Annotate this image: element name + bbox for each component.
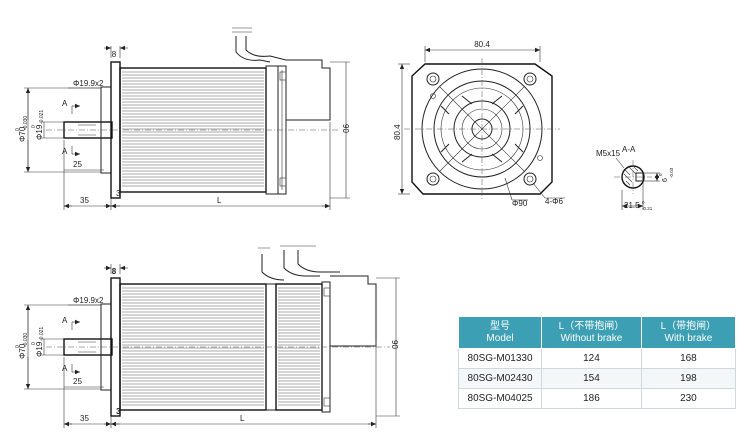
power-cable [235, 36, 271, 63]
dim-shaft-diameter: Φ19 [35, 124, 44, 140]
bolt-hole [426, 172, 440, 186]
top-side-view: 8 Φ19.9x2 Φ70 0 -0.030 Φ19 0 -0.021 A A … [15, 27, 350, 210]
encoder-cable [245, 36, 287, 61]
table-row: 80SG-M04025 186 230 [457, 388, 737, 409]
connector-box [286, 59, 331, 121]
front-view: 80.4 80.4 Φ90 4-Φ6 [393, 40, 565, 208]
encoder-cable [297, 250, 340, 273]
bolt-hole [523, 172, 537, 186]
dim-height: 90 [390, 340, 399, 349]
dim-shaft-length: 35 [80, 196, 89, 205]
section-marker-a-bottom: A [62, 147, 68, 156]
dim-step-diameter: Φ19.9x2 [73, 79, 104, 88]
bolt-hole [523, 72, 537, 86]
dim-length: L [217, 196, 222, 205]
dim-key-width: 6 [662, 178, 669, 182]
cooling-fins [122, 287, 264, 406]
svg-text:0: 0 [15, 128, 21, 131]
svg-text:-0.03: -0.03 [669, 167, 674, 178]
spec-table: 型号 Model L（不带抱闸） Without brake L（带抱闸） Wi… [457, 316, 737, 409]
header-with-brake: L（带抱闸） With brake [640, 316, 737, 349]
dim-key-length: 25 [73, 377, 82, 386]
svg-text:0: 0 [31, 125, 37, 128]
dim-length: L [240, 414, 245, 423]
bottom-side-view: 8 Φ19.9x2 Φ70 0 -0.030 Φ19 0 -0.021 A A … [15, 245, 400, 428]
header-without-brake: L（不带抱闸） Without brake [541, 316, 642, 349]
svg-text:-0.030: -0.030 [23, 116, 29, 130]
dim-height: 90 [341, 124, 350, 133]
dim-rim: 3 [116, 407, 121, 416]
cell-with-brake: 198 [640, 368, 737, 389]
svg-text:0: 0 [642, 200, 645, 205]
flange-outline [411, 63, 553, 195]
dim-flange: 8 [112, 267, 117, 276]
dim-shaft-length: 35 [80, 414, 89, 423]
dim-step-diameter: Φ19.9x2 [73, 296, 104, 305]
table-row: 80SG-M02430 154 198 [457, 368, 737, 389]
cell-model: 80SG-M04025 [457, 388, 543, 409]
dim-rim: 3 [116, 189, 121, 198]
dim-holes: 4-Φ6 [545, 197, 563, 206]
bolt-hole [426, 72, 440, 86]
cell-without-brake: 186 [541, 388, 642, 409]
dim-front-height: 80.4 [393, 124, 402, 140]
section-marker-a-top: A [62, 316, 68, 325]
cooling-fins [122, 71, 264, 187]
dim-pilot-diameter: Φ70 [18, 343, 27, 359]
section-marker-a-top: A [62, 99, 68, 108]
section-view: A-A M5x15 6 0 -0.03 21.5 0 -0.21 [596, 145, 674, 211]
section-marker-a-bottom: A [62, 364, 68, 373]
cell-without-brake: 124 [541, 348, 642, 369]
table-row: 80SG-M01330 124 168 [457, 348, 737, 369]
cell-model: 80SG-M02430 [457, 368, 543, 389]
svg-text:-0.030: -0.030 [23, 333, 29, 347]
dim-thread: M5x15 [596, 149, 621, 158]
svg-text:0: 0 [658, 173, 663, 176]
dim-flange: 8 [112, 50, 117, 59]
svg-text:0: 0 [15, 345, 21, 348]
dim-shaft-diameter: Φ19 [35, 341, 44, 357]
dim-key-depth: 21.5 [624, 201, 640, 210]
cell-without-brake: 154 [541, 368, 642, 389]
svg-text:-0.021: -0.021 [39, 110, 45, 124]
brake-cable [261, 254, 285, 281]
dim-key-length: 25 [73, 160, 82, 169]
svg-text:0: 0 [31, 342, 37, 345]
spec-table-header: 型号 Model L（不带抱闸） Without brake L（带抱闸） Wi… [457, 316, 737, 349]
connector-box [330, 275, 377, 347]
svg-text:-0.021: -0.021 [39, 327, 45, 341]
section-title: A-A [622, 145, 636, 154]
dim-front-width: 80.4 [474, 40, 490, 49]
cell-model: 80SG-M01330 [457, 348, 543, 369]
svg-text:-0.21: -0.21 [642, 206, 653, 211]
cell-with-brake: 168 [640, 348, 737, 369]
power-cable [283, 250, 320, 277]
dim-pilot-diameter: Φ70 [18, 126, 27, 142]
cell-with-brake: 230 [640, 388, 737, 409]
dim-bolt-circle: Φ90 [512, 199, 528, 208]
header-model: 型号 Model [457, 316, 543, 349]
